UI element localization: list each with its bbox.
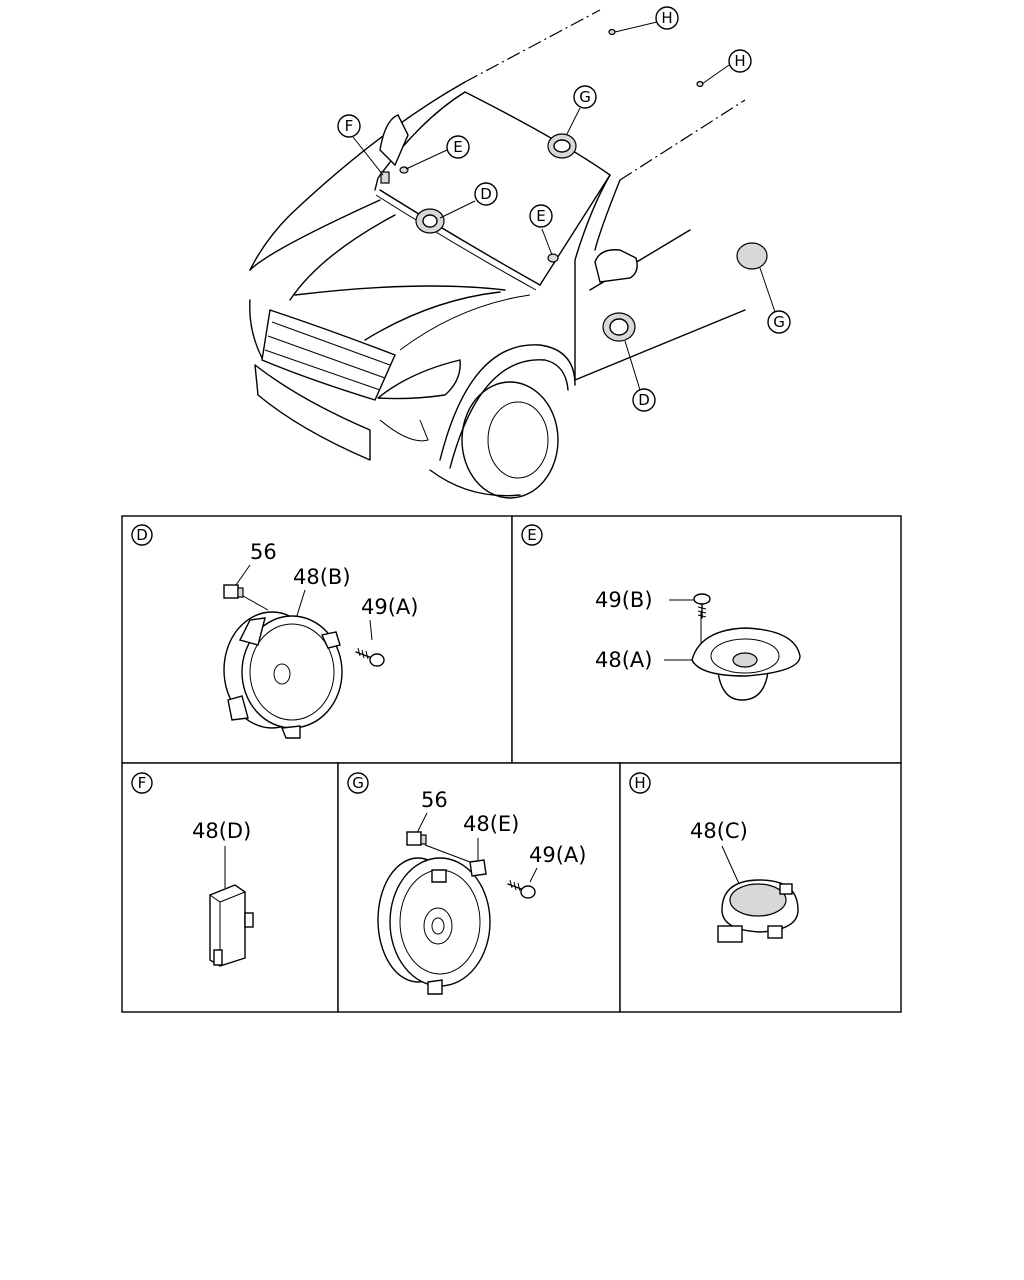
callout-g-overview-2: G <box>767 310 791 334</box>
svg-text:E: E <box>527 526 536 544</box>
panel-d-callout: D <box>131 524 153 546</box>
svg-text:F: F <box>138 774 147 792</box>
label-48d: 48(D) <box>192 819 251 843</box>
connector-56-g <box>406 831 427 846</box>
label-49b: 49(B) <box>595 588 653 612</box>
speaker-48a <box>691 627 801 701</box>
detail-panel-d: D 56 48(B) 49(A) <box>121 515 513 764</box>
tweeter-48d <box>209 884 254 967</box>
callout-e-overview-2: E <box>529 204 553 228</box>
vehicle-overview <box>249 9 776 499</box>
svg-text:E: E <box>453 138 462 156</box>
detail-panel-h: H 48(C) <box>619 762 902 1013</box>
svg-text:H: H <box>734 52 745 70</box>
svg-text:F: F <box>345 117 354 135</box>
svg-text:D: D <box>638 391 650 409</box>
label-48a: 48(A) <box>595 648 652 672</box>
detail-panel-e: E 49(B) 48(A) <box>511 515 902 764</box>
detail-panel-f: F 48(D) <box>121 762 339 1013</box>
screw-49a-d <box>355 647 385 667</box>
label-48c: 48(C) <box>690 819 748 843</box>
callout-g-overview-1: G <box>573 85 597 109</box>
speaker-48e <box>377 857 491 995</box>
panel-h-callout: H <box>629 772 651 794</box>
callout-f-overview: F <box>337 114 361 138</box>
svg-text:D: D <box>480 185 492 203</box>
callout-h-overview-2: H <box>728 49 752 73</box>
callout-h-overview-1: H <box>655 6 679 30</box>
screw-49b <box>693 593 711 619</box>
detail-panel-g: G 56 48(E) 49(A) <box>337 762 621 1013</box>
panel-e-callout: E <box>521 524 543 546</box>
callout-d-overview-1: D <box>474 182 498 206</box>
panel-f-callout: F <box>131 772 153 794</box>
tweeter-48c <box>717 879 799 943</box>
label-56-panel-d: 56 <box>250 540 277 564</box>
label-48e: 48(E) <box>463 812 519 836</box>
svg-text:G: G <box>579 88 591 106</box>
panel-g-callout: G <box>347 772 369 794</box>
svg-text:D: D <box>136 526 148 544</box>
connector-56-d <box>223 584 244 599</box>
svg-text:G: G <box>352 774 364 792</box>
label-56-panel-g: 56 <box>421 788 448 812</box>
label-49a-panel-g: 49(A) <box>529 843 586 867</box>
svg-text:H: H <box>634 774 645 792</box>
speaker-48b <box>223 611 343 739</box>
svg-text:G: G <box>773 313 785 331</box>
label-49a-panel-d: 49(A) <box>361 595 418 619</box>
label-48b: 48(B) <box>293 565 351 589</box>
svg-text:H: H <box>661 9 672 27</box>
svg-text:E: E <box>536 207 545 225</box>
callout-e-overview-1: E <box>446 135 470 159</box>
callout-d-overview-2: D <box>632 388 656 412</box>
screw-49a-g <box>507 879 536 899</box>
